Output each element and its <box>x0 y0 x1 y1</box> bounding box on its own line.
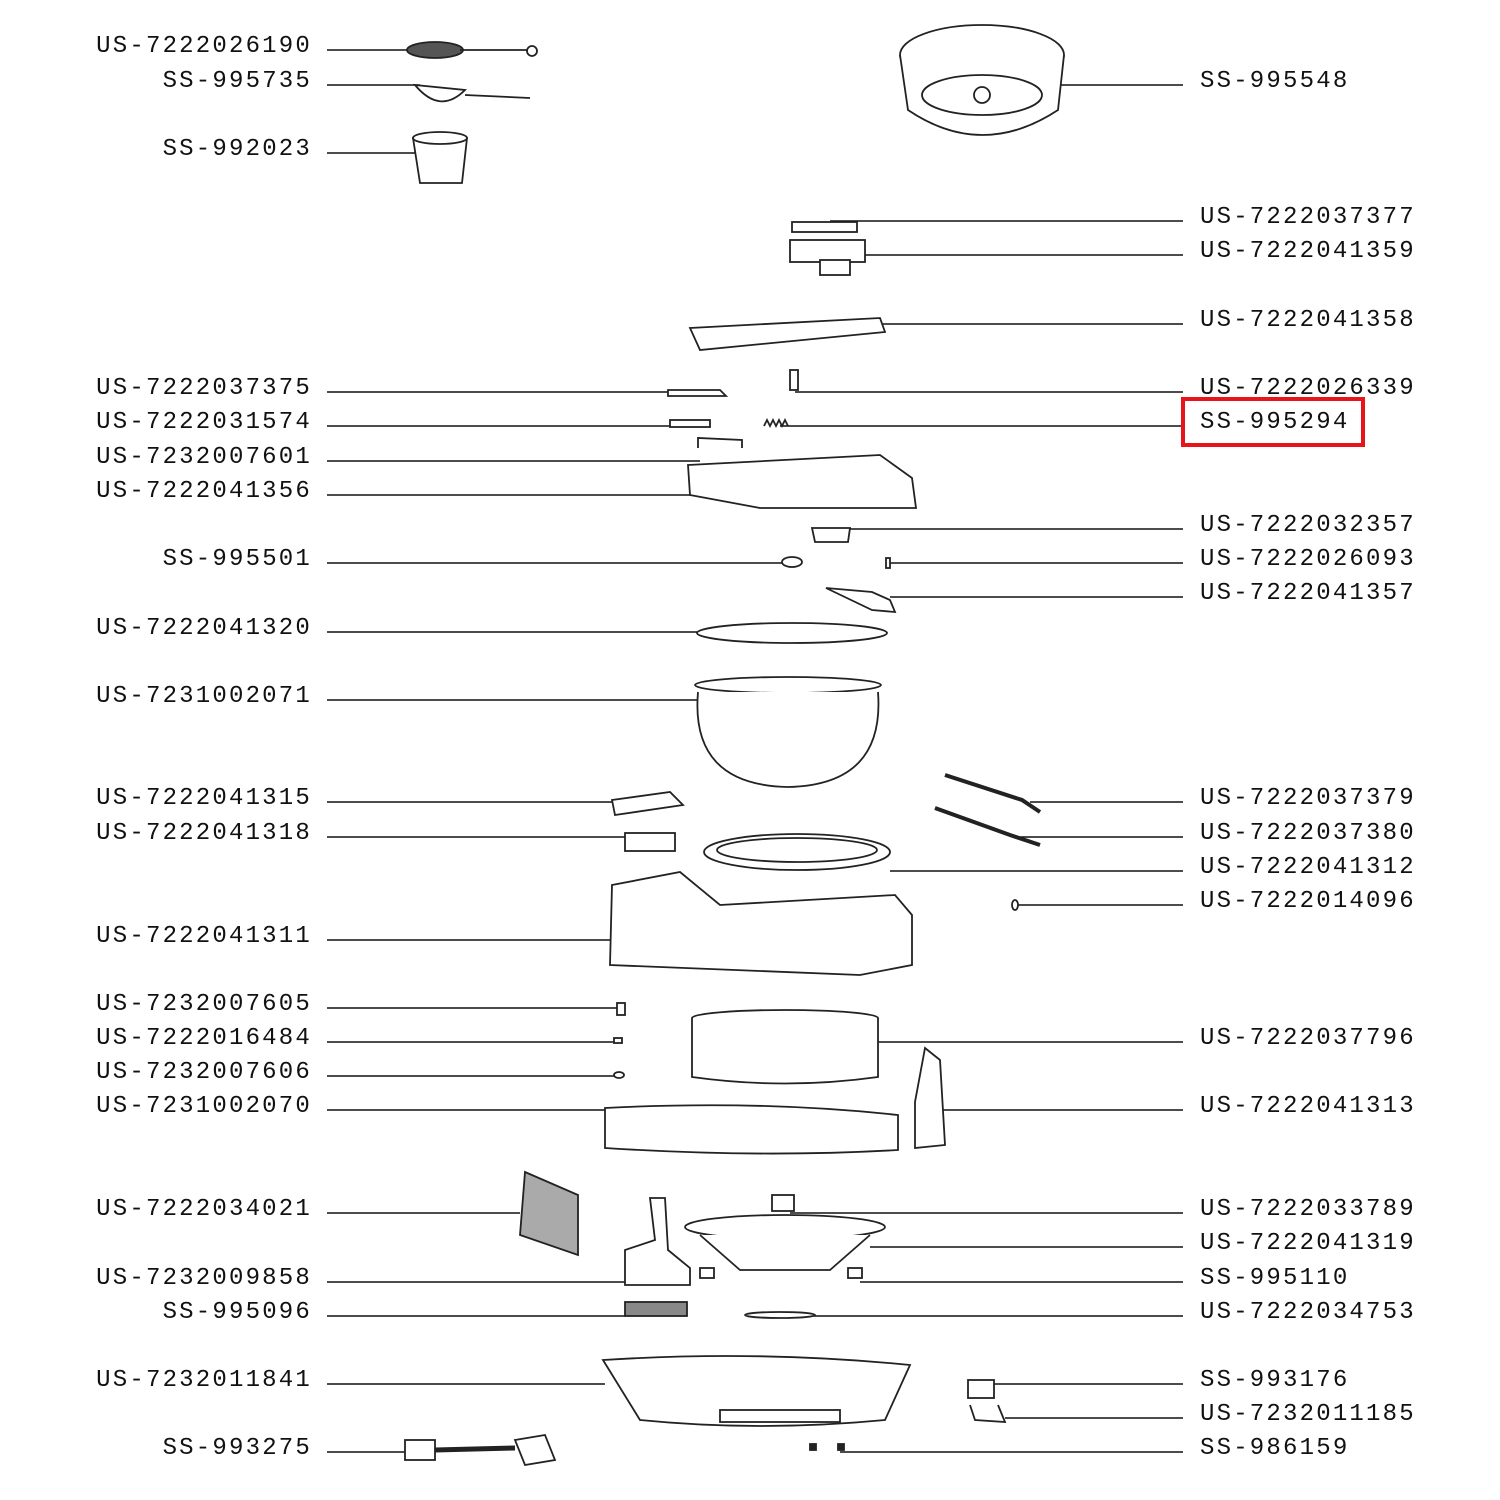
sensor-bracket <box>624 1197 691 1286</box>
part-label-right: US-7222041312 <box>1200 854 1416 881</box>
part-label-left: US-7232007605 <box>96 991 312 1018</box>
part-label-right: US-7222041357 <box>1200 580 1416 607</box>
handle-wire-2 <box>934 806 1041 847</box>
power-cord <box>404 1433 557 1467</box>
part-label-right: SS-995294 <box>1200 409 1350 436</box>
part-label-right: US-7222014096 <box>1200 888 1416 915</box>
spring <box>763 417 789 429</box>
lid-housing <box>687 454 918 509</box>
plate-disc <box>744 1311 816 1319</box>
part-label-right: US-7222041358 <box>1200 307 1416 334</box>
outer-shell <box>604 1104 899 1155</box>
small-screw-2 <box>613 1071 625 1079</box>
part-label-left: US-7232011841 <box>96 1367 312 1394</box>
inner-lid <box>696 622 888 644</box>
body-clip <box>616 1002 626 1016</box>
inner-pot <box>694 676 882 788</box>
part-label-right: US-7222037380 <box>1200 820 1416 847</box>
part-label-right: SS-995548 <box>1200 68 1350 95</box>
control-cap <box>610 791 685 817</box>
part-label-right: US-7222032357 <box>1200 512 1416 539</box>
part-label-left: US-7231002070 <box>96 1093 312 1120</box>
part-label-right: SS-993176 <box>1200 1367 1350 1394</box>
part-label-right: US-7222026093 <box>1200 546 1416 573</box>
lid-top-panel <box>688 317 887 351</box>
socket-bracket <box>969 1404 1007 1423</box>
hinge-part <box>825 587 897 614</box>
part-label-left: US-7222041315 <box>96 785 312 812</box>
part-label-right: US-7222037379 <box>1200 785 1416 812</box>
fan <box>624 1301 688 1317</box>
part-label-right: US-7222037796 <box>1200 1025 1416 1052</box>
highlight-box <box>1181 397 1365 447</box>
part-label-right: US-7222041313 <box>1200 1093 1416 1120</box>
top-ring <box>703 833 891 871</box>
part-label-right: SS-995110 <box>1200 1265 1350 1292</box>
valve-assembly <box>789 239 866 276</box>
base <box>601 1355 912 1427</box>
part-label-left: US-7222041320 <box>96 615 312 642</box>
part-label-left: SS-993275 <box>162 1435 312 1462</box>
control-bracket <box>624 832 676 852</box>
button-part <box>669 419 711 428</box>
part-label-left: US-7222037375 <box>96 375 312 402</box>
part-label-right: US-7222033789 <box>1200 1196 1416 1223</box>
part-label-right: US-7222041359 <box>1200 238 1416 265</box>
small-knob <box>781 556 803 568</box>
part-label-right: US-7232011185 <box>1200 1401 1416 1428</box>
grommet <box>1011 899 1019 911</box>
part-label-left: SS-992023 <box>162 136 312 163</box>
handle-wire-1 <box>944 773 1042 814</box>
screw <box>885 557 891 569</box>
part-label-right: SS-986159 <box>1200 1435 1350 1462</box>
latch <box>667 389 729 397</box>
part-label-left: US-7231002071 <box>96 683 312 710</box>
thermostat <box>771 1194 795 1212</box>
ladle <box>412 83 531 103</box>
part-label-left: US-7222034021 <box>96 1196 312 1223</box>
part-label-right: US-7222037377 <box>1200 204 1416 231</box>
part-label-right: US-7222034753 <box>1200 1299 1416 1326</box>
pin <box>789 369 799 391</box>
feet <box>809 1443 845 1451</box>
body-housing <box>609 871 913 976</box>
part-label-left: US-7222016484 <box>96 1025 312 1052</box>
part-label-left: US-7232007601 <box>96 444 312 471</box>
part-label-right: US-7222026339 <box>1200 375 1416 402</box>
part-label-left: US-7222031574 <box>96 409 312 436</box>
steam-basket <box>899 24 1065 136</box>
measuring-cup <box>411 131 469 184</box>
pcb-board <box>519 1170 579 1257</box>
part-label-left: US-7232007606 <box>96 1059 312 1086</box>
heating-plate <box>684 1214 886 1271</box>
part-label-left: US-7222026190 <box>96 33 312 60</box>
foot-pad <box>699 1267 863 1279</box>
part-label-left: SS-995096 <box>162 1299 312 1326</box>
power-socket <box>967 1379 995 1399</box>
seal-ring <box>810 527 852 543</box>
side-handle <box>914 1046 946 1149</box>
part-label-left: SS-995501 <box>162 546 312 573</box>
part-label-left: US-7232009858 <box>96 1265 312 1292</box>
heat-shield <box>691 1009 879 1085</box>
part-label-right: US-7222041319 <box>1200 1230 1416 1257</box>
valve-cover <box>791 221 858 233</box>
wire-clip <box>697 437 743 448</box>
part-label-left: US-7222041356 <box>96 478 312 505</box>
part-label-left: US-7222041318 <box>96 820 312 847</box>
part-label-left: US-7222041311 <box>96 923 312 950</box>
small-screw-1 <box>613 1037 623 1044</box>
part-label-left: SS-995735 <box>162 68 312 95</box>
strainer-spoon <box>406 41 538 59</box>
